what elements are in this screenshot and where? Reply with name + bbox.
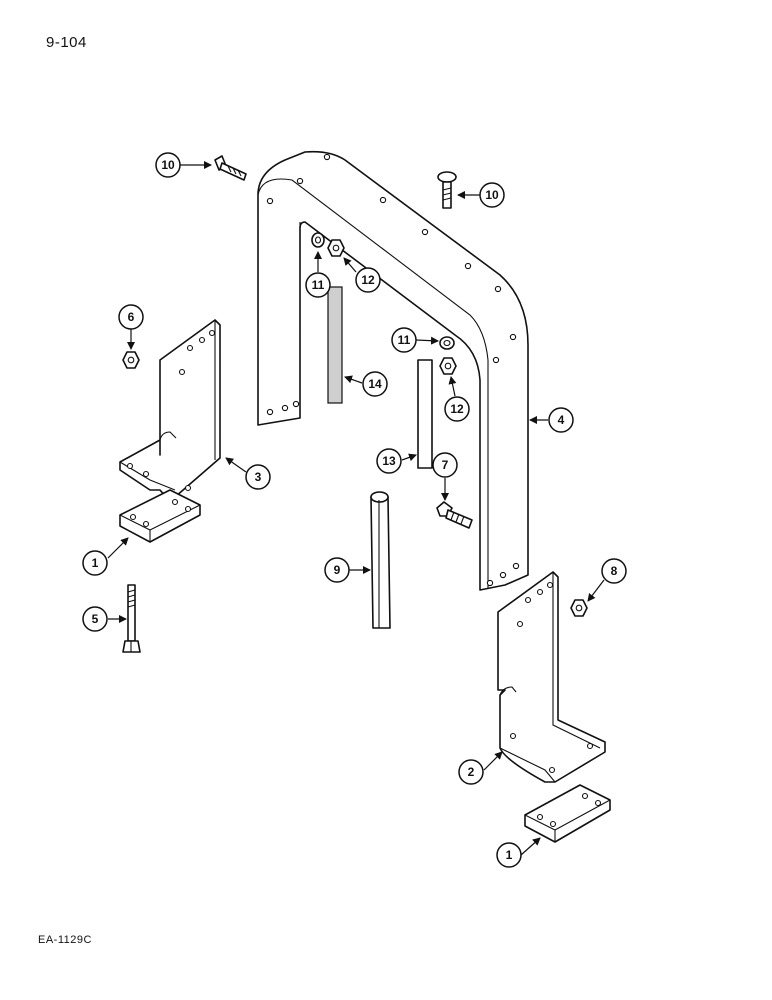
svg-text:1: 1: [506, 848, 513, 862]
nut-part-12-upper: [327, 239, 345, 257]
callout-12-lower: 12: [444, 396, 470, 422]
svg-text:14: 14: [368, 377, 382, 391]
callout-9: 9: [324, 557, 350, 583]
washer-part-11-lower: [439, 336, 455, 350]
callout-8: 8: [601, 558, 627, 584]
pad-strip-part-14: [327, 286, 343, 404]
callout-10-left: 10: [155, 152, 181, 178]
callout-14: 14: [362, 371, 388, 397]
callout-6: 6: [118, 304, 144, 330]
svg-text:9: 9: [334, 563, 341, 577]
page-number: 9-104: [46, 34, 87, 51]
callout-1-right: 1: [496, 842, 522, 868]
plate-part-1-left: [119, 489, 201, 543]
rod-part-9: [370, 491, 391, 629]
callout-7: 7: [432, 452, 458, 478]
svg-text:2: 2: [468, 765, 475, 779]
svg-text:10: 10: [485, 188, 499, 202]
svg-text:1: 1: [92, 556, 99, 570]
callout-11-lower: 11: [391, 327, 417, 353]
svg-text:7: 7: [442, 458, 449, 472]
svg-text:4: 4: [558, 413, 565, 427]
callout-4: 4: [548, 407, 574, 433]
callout-1-left: 1: [82, 550, 108, 576]
plate-part-1-right: [524, 784, 611, 843]
bracket-part-2: [497, 571, 606, 783]
callout-3: 3: [245, 464, 271, 490]
bolt-part-5: [122, 584, 141, 653]
nut-part-8: [570, 599, 588, 617]
svg-text:11: 11: [398, 333, 411, 347]
svg-text:3: 3: [255, 470, 262, 484]
callout-2: 2: [458, 759, 484, 785]
washer-part-11-upper: [311, 232, 325, 248]
callout-13: 13: [376, 448, 402, 474]
callout-12-upper: 12: [355, 267, 381, 293]
nut-part-12-lower: [439, 357, 457, 375]
svg-text:11: 11: [312, 278, 325, 292]
svg-text:8: 8: [611, 564, 618, 578]
svg-text:5: 5: [92, 612, 99, 626]
svg-text:13: 13: [382, 454, 396, 468]
pad-strip-part-13: [417, 359, 433, 469]
bracket-part-3: [119, 319, 221, 498]
svg-text:10: 10: [161, 158, 175, 172]
callout-10-right: 10: [479, 182, 505, 208]
callout-11-upper: 11: [305, 272, 331, 298]
bolt-part-7: [436, 501, 473, 529]
figure-code: EA-1129C: [38, 934, 92, 946]
frame-arch-part: [257, 150, 529, 591]
svg-text:12: 12: [450, 402, 464, 416]
bolt-part-10-right: [437, 171, 457, 209]
svg-text:12: 12: [361, 273, 375, 287]
callout-5: 5: [82, 606, 108, 632]
nut-part-6: [122, 351, 140, 369]
svg-text:6: 6: [128, 310, 135, 324]
bolt-part-10-left: [214, 155, 247, 181]
